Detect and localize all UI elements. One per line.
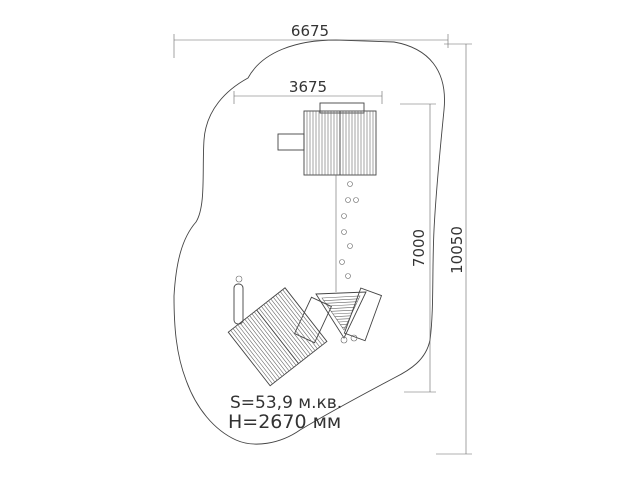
dimension-structure-width: 3675 bbox=[233, 78, 383, 104]
roof-slat bbox=[272, 296, 316, 351]
dimension-overall-length: 10050 bbox=[436, 43, 472, 455]
safety-zone-outline bbox=[173, 39, 445, 445]
roof-slat bbox=[237, 324, 280, 379]
top-slide-platform bbox=[277, 133, 305, 151]
height-label: H=2670 мм bbox=[228, 411, 341, 433]
roof-slat bbox=[235, 326, 278, 381]
roof-slat bbox=[268, 300, 311, 355]
triangle-slat bbox=[338, 321, 349, 323]
triangle-slat bbox=[325, 301, 358, 304]
triangle-slat bbox=[331, 309, 354, 312]
roof-slat bbox=[254, 311, 297, 366]
roof-slat bbox=[265, 302, 309, 357]
roof-slat bbox=[270, 298, 313, 353]
roof-slat bbox=[282, 289, 325, 344]
triangle-platform bbox=[315, 287, 383, 344]
structure-width-label: 3675 bbox=[289, 78, 327, 96]
lower-slide bbox=[233, 275, 244, 325]
triangle-slat bbox=[334, 315, 351, 317]
roof-slat bbox=[275, 295, 318, 349]
overall-width-label: 6675 bbox=[291, 22, 329, 40]
triangle-slat bbox=[323, 298, 359, 301]
roof-slat bbox=[258, 307, 302, 362]
roof-slat bbox=[280, 291, 323, 346]
roof-slat bbox=[277, 293, 321, 348]
area-label: S=53,9 м.кв. bbox=[230, 393, 342, 413]
triangle-slat bbox=[332, 312, 353, 315]
overall-length-label: 10050 bbox=[448, 226, 466, 274]
dimension-overall-width: 6675 bbox=[173, 22, 449, 58]
structure-length-label: 7000 bbox=[410, 229, 428, 267]
triangle-slats bbox=[323, 298, 359, 328]
dimension-structure-length: 7000 bbox=[400, 103, 436, 393]
roof-slat bbox=[239, 322, 283, 377]
triangle-slat bbox=[336, 318, 350, 320]
triangle-slat bbox=[327, 304, 357, 307]
top-tower bbox=[277, 102, 377, 176]
roof-slat bbox=[249, 315, 292, 370]
lower-tower bbox=[227, 287, 328, 387]
roof-slat bbox=[246, 317, 290, 372]
roof-slat bbox=[232, 328, 276, 383]
roof-slat bbox=[251, 313, 295, 368]
roof-slat bbox=[261, 306, 304, 361]
triangle-slat bbox=[329, 307, 355, 309]
climbing-rope bbox=[335, 175, 359, 292]
roof-slat bbox=[230, 330, 273, 385]
roof-slat bbox=[244, 319, 287, 373]
roof-slat bbox=[263, 304, 306, 359]
roof-slat bbox=[242, 320, 285, 375]
